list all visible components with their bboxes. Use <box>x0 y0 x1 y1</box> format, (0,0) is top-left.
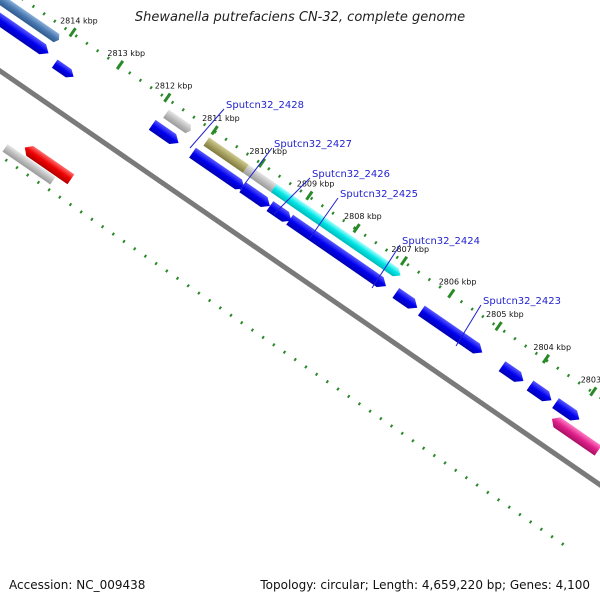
cds-gene <box>239 182 270 208</box>
genome-backbone <box>0 33 600 492</box>
cds-gene <box>552 398 580 421</box>
cds-gene <box>148 119 179 144</box>
cds-gene <box>0 0 49 55</box>
gene-label[interactable]: Sputcn32_2426 <box>312 169 390 180</box>
major-tick <box>447 288 456 299</box>
steel-gene <box>0 0 60 43</box>
gene-label[interactable]: Sputcn32_2427 <box>274 139 352 150</box>
gray-gene <box>2 144 56 185</box>
major-ticks <box>68 27 598 397</box>
cds-gene <box>189 147 245 190</box>
gray-gene <box>242 164 277 193</box>
gene-label[interactable]: Sputcn32_2425 <box>340 189 418 200</box>
major-tick <box>210 125 219 136</box>
major-tick <box>68 27 77 38</box>
gene-label-leader <box>309 197 339 239</box>
inner-tick-ruler <box>0 92 569 549</box>
kbp-label: 2812 kbp <box>155 82 193 91</box>
kbp-label: 2814 kbp <box>60 16 98 25</box>
red-gene <box>24 145 75 185</box>
gene-label-leader <box>239 147 273 191</box>
major-tick <box>115 60 125 70</box>
major-tick <box>541 353 551 364</box>
kbp-tick-labels: 2814 kbp 2813 kbp 2812 kbp 2811 kbp 2810 kbp… <box>60 16 600 384</box>
cds-gene <box>286 214 386 288</box>
gene-label-leader <box>189 108 225 149</box>
gray-gene <box>163 109 192 134</box>
accession-text: Accession: NC_009438 <box>9 578 146 592</box>
kbp-label: 2804 kbp <box>533 343 571 352</box>
gene-label[interactable]: Sputcn32_2423 <box>483 296 561 307</box>
major-tick <box>352 223 361 234</box>
gene-label[interactable]: Sputcn32_2428 <box>226 100 304 111</box>
pink-gene <box>551 417 600 456</box>
kbp-label: 2813 kbp <box>107 49 145 58</box>
cds-gene <box>498 361 524 382</box>
major-tick <box>257 157 267 168</box>
cds-gene <box>392 287 418 309</box>
kbp-label: 2811 kbp <box>202 114 240 123</box>
cds-gene <box>417 305 483 354</box>
kbp-label: 2805 kbp <box>486 310 524 319</box>
cds-gene <box>51 59 74 78</box>
kbp-label: 2809 kbp <box>297 180 335 189</box>
major-tick <box>163 92 172 103</box>
kbp-label: 2803 kbp <box>581 375 600 384</box>
kbp-label: 2806 kbp <box>439 277 477 286</box>
gene-label[interactable]: Sputcn32_2424 <box>402 236 480 247</box>
sputcn32-2424-cyan-gene <box>270 183 401 277</box>
kbp-label: 2810 kbp <box>249 147 287 156</box>
cds-gene <box>266 201 292 222</box>
gene-label-leader <box>371 244 401 289</box>
topology-text: Topology: circular; Length: 4,659,220 bp… <box>260 578 590 592</box>
major-tick <box>494 321 503 332</box>
gene-label-leader <box>273 177 311 215</box>
map-title: Shewanella putrefaciens CN-32, complete … <box>134 10 466 25</box>
kbp-label: 2807 kbp <box>391 245 429 254</box>
gene-labels: Sputcn32_2428Sputcn32_2427Sputcn32_2426S… <box>189 100 561 347</box>
major-tick <box>305 190 314 201</box>
major-tick <box>399 255 409 266</box>
reverse-genes <box>2 144 600 456</box>
major-tick <box>589 386 598 397</box>
olive-gene <box>203 137 249 173</box>
gene-label-leader <box>455 304 482 347</box>
cds-gene <box>526 380 552 402</box>
kbp-label: 2808 kbp <box>344 212 382 221</box>
forward-genes <box>0 0 580 421</box>
